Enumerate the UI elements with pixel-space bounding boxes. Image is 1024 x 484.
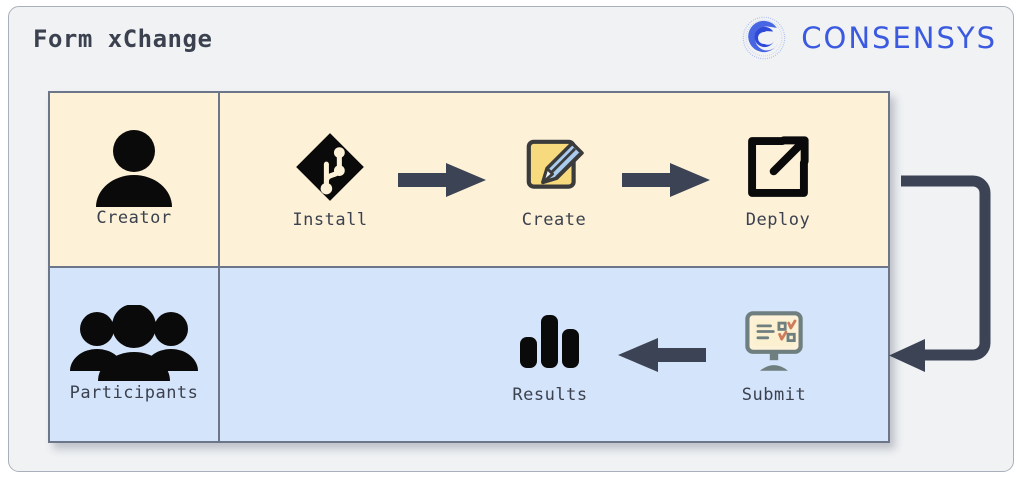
actor-cell-participants: Participants — [50, 268, 220, 441]
arrow-right-icon — [620, 160, 712, 200]
actor-label-creator: Creator — [96, 207, 172, 228]
steps-creator: Install — [220, 93, 888, 266]
lane-participants: Participants Results — [50, 268, 888, 441]
step-label-deploy: Deploy — [745, 209, 811, 230]
memo-pencil-icon — [519, 130, 589, 204]
desktop-form-icon — [739, 305, 809, 379]
step-label-submit: Submit — [741, 384, 807, 405]
steps-participants: Results — [220, 268, 888, 441]
step-label-create: Create — [521, 209, 587, 230]
consensys-brand: CONSENSYS — [741, 15, 997, 61]
git-logo-icon — [294, 130, 366, 204]
arrow-left-icon — [616, 335, 708, 375]
person-icon — [88, 129, 180, 207]
diagram-card: Form xChange CONSENSYS — [8, 6, 1014, 472]
step-install[interactable]: Install — [264, 130, 396, 230]
actor-label-participants: Participants — [69, 382, 199, 403]
step-submit[interactable]: Submit — [708, 305, 840, 405]
loop-arrow-icon — [879, 167, 1009, 372]
actor-cell-creator: Creator — [50, 93, 220, 267]
arrow-right-icon — [396, 160, 488, 200]
lane-creator: Creator — [50, 93, 888, 269]
step-results[interactable]: Results — [484, 305, 616, 405]
consensys-spiral-icon — [741, 15, 787, 61]
step-create[interactable]: Create — [488, 130, 620, 230]
consensys-wordmark: CONSENSYS — [801, 21, 997, 55]
page-title: Form xChange — [33, 25, 213, 53]
bar-chart-icon — [519, 305, 581, 379]
step-label-results: Results — [512, 384, 588, 405]
external-link-icon — [742, 130, 814, 204]
step-deploy[interactable]: Deploy — [712, 130, 844, 230]
people-group-icon — [70, 304, 198, 381]
swimlane-grid: Creator — [48, 91, 890, 443]
step-label-install: Install — [292, 209, 368, 230]
